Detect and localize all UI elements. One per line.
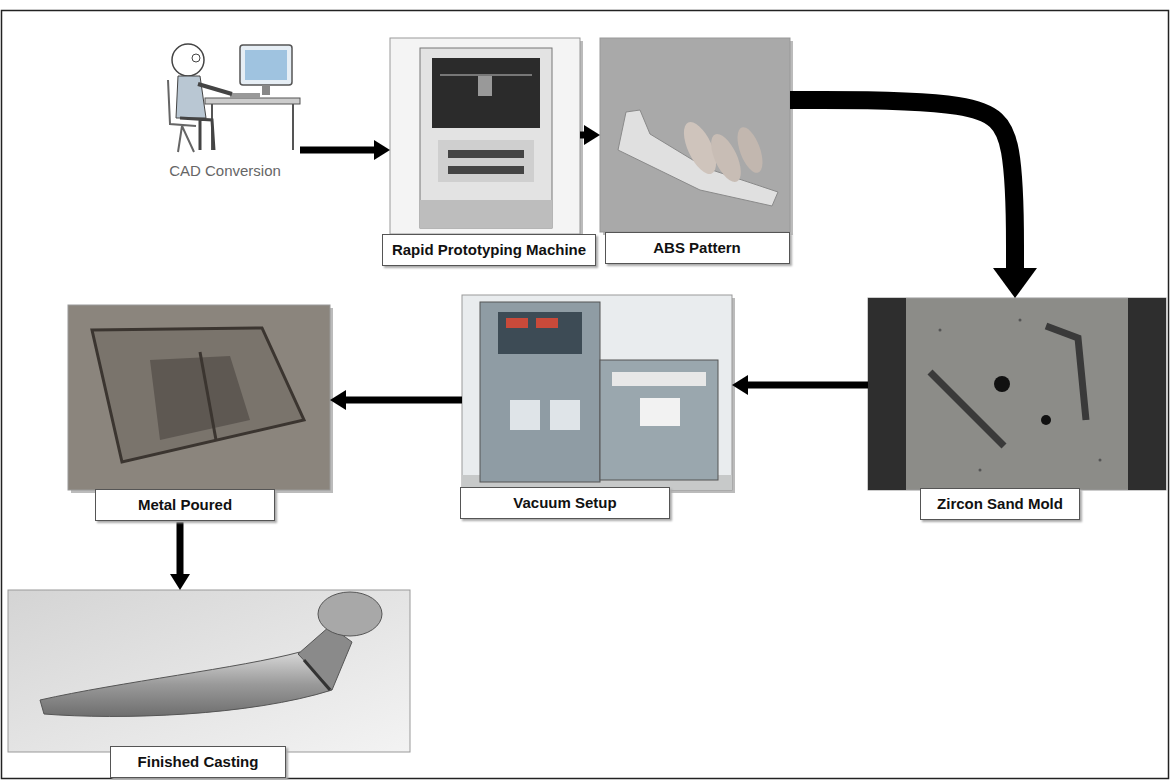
- process-step: Metal Poured: [68, 305, 330, 522]
- sand-grain: [1099, 459, 1102, 462]
- process-step: ABS Pattern: [600, 38, 790, 232]
- flask-side: [1128, 298, 1166, 490]
- print-head: [478, 76, 492, 96]
- vent-panel: [510, 400, 540, 430]
- torso: [176, 76, 206, 118]
- monitor-stand: [262, 85, 270, 95]
- desk: [205, 98, 300, 104]
- display: [536, 318, 558, 328]
- flask-side: [868, 298, 906, 490]
- process-step: Vacuum Setup: [462, 295, 732, 490]
- step-label: Vacuum Setup: [460, 487, 670, 519]
- desk-leg: [292, 104, 294, 150]
- monitor: [240, 45, 292, 85]
- machine-body: [420, 48, 552, 228]
- sand-grain: [979, 469, 982, 472]
- control-panel: [498, 312, 582, 354]
- vent-hole: [1041, 415, 1051, 425]
- head: [172, 44, 204, 76]
- poured-metal: [92, 328, 304, 462]
- step-label: Finished Casting: [110, 746, 286, 778]
- screen: [245, 50, 287, 80]
- display: [506, 318, 528, 328]
- cad-icon: [168, 44, 300, 152]
- process-step: Rapid Prototyping Machine: [390, 38, 580, 234]
- vent-panel: [640, 398, 680, 426]
- step-label: ABS Pattern: [605, 232, 790, 264]
- outer-frame: [2, 11, 1169, 779]
- process-step: Zircon Sand Mold: [868, 298, 1166, 490]
- machine-base: [420, 200, 552, 228]
- collar-line: [304, 660, 330, 690]
- flow-arrow: [346, 397, 462, 404]
- flow-arrow: [580, 132, 584, 139]
- implant-stem: [40, 652, 332, 716]
- step-label: Rapid Prototyping Machine: [382, 234, 596, 266]
- finger: [732, 124, 767, 176]
- flow-arrow: [748, 382, 868, 389]
- vent-panel: [550, 400, 580, 430]
- arm: [198, 84, 232, 94]
- process-step: Finished Casting: [8, 590, 410, 750]
- step-label: Zircon Sand Mold: [920, 488, 1080, 520]
- photo-frame: [8, 590, 410, 752]
- photo-frame: [462, 295, 732, 490]
- step-label: CAD Conversion: [150, 160, 300, 182]
- glasses: [192, 54, 200, 62]
- photo-frame: [68, 305, 330, 490]
- photo-frame: [868, 298, 1166, 490]
- drawer-slot: [448, 166, 524, 174]
- photo-frame: [600, 38, 790, 232]
- flow-arrow: [790, 100, 1015, 268]
- abs-pattern: [618, 110, 778, 206]
- cast-region: [150, 356, 250, 440]
- mold-photo: [868, 298, 1166, 490]
- chair: [168, 80, 196, 152]
- process-step: CAD Conversion: [150, 20, 300, 185]
- pattern-photo: [600, 38, 793, 235]
- nameplate: [612, 372, 706, 386]
- flow-arrow: [177, 522, 184, 574]
- build-window: [432, 58, 540, 128]
- printer-photo: [390, 38, 583, 237]
- vacuum-photo: [462, 295, 735, 493]
- cavity-slot: [930, 372, 1004, 446]
- drawer-slot: [448, 150, 524, 158]
- implant-head: [318, 592, 382, 636]
- gantry: [440, 74, 532, 76]
- vacuum-chamber: [600, 360, 718, 480]
- keyboard: [230, 93, 260, 98]
- sand-grain: [939, 329, 942, 332]
- cavity-slot: [1046, 326, 1086, 420]
- poured-photo: [68, 305, 333, 493]
- front-panel: [438, 140, 534, 182]
- photo-frame: [390, 38, 580, 234]
- sand-grain: [1019, 319, 1022, 322]
- sprue-hole: [994, 376, 1010, 392]
- flow-arrow: [300, 147, 374, 154]
- riser-line: [200, 352, 216, 440]
- casting-photo: [8, 590, 410, 752]
- control-cabinet: [480, 302, 600, 482]
- step-label: Metal Poured: [95, 489, 275, 521]
